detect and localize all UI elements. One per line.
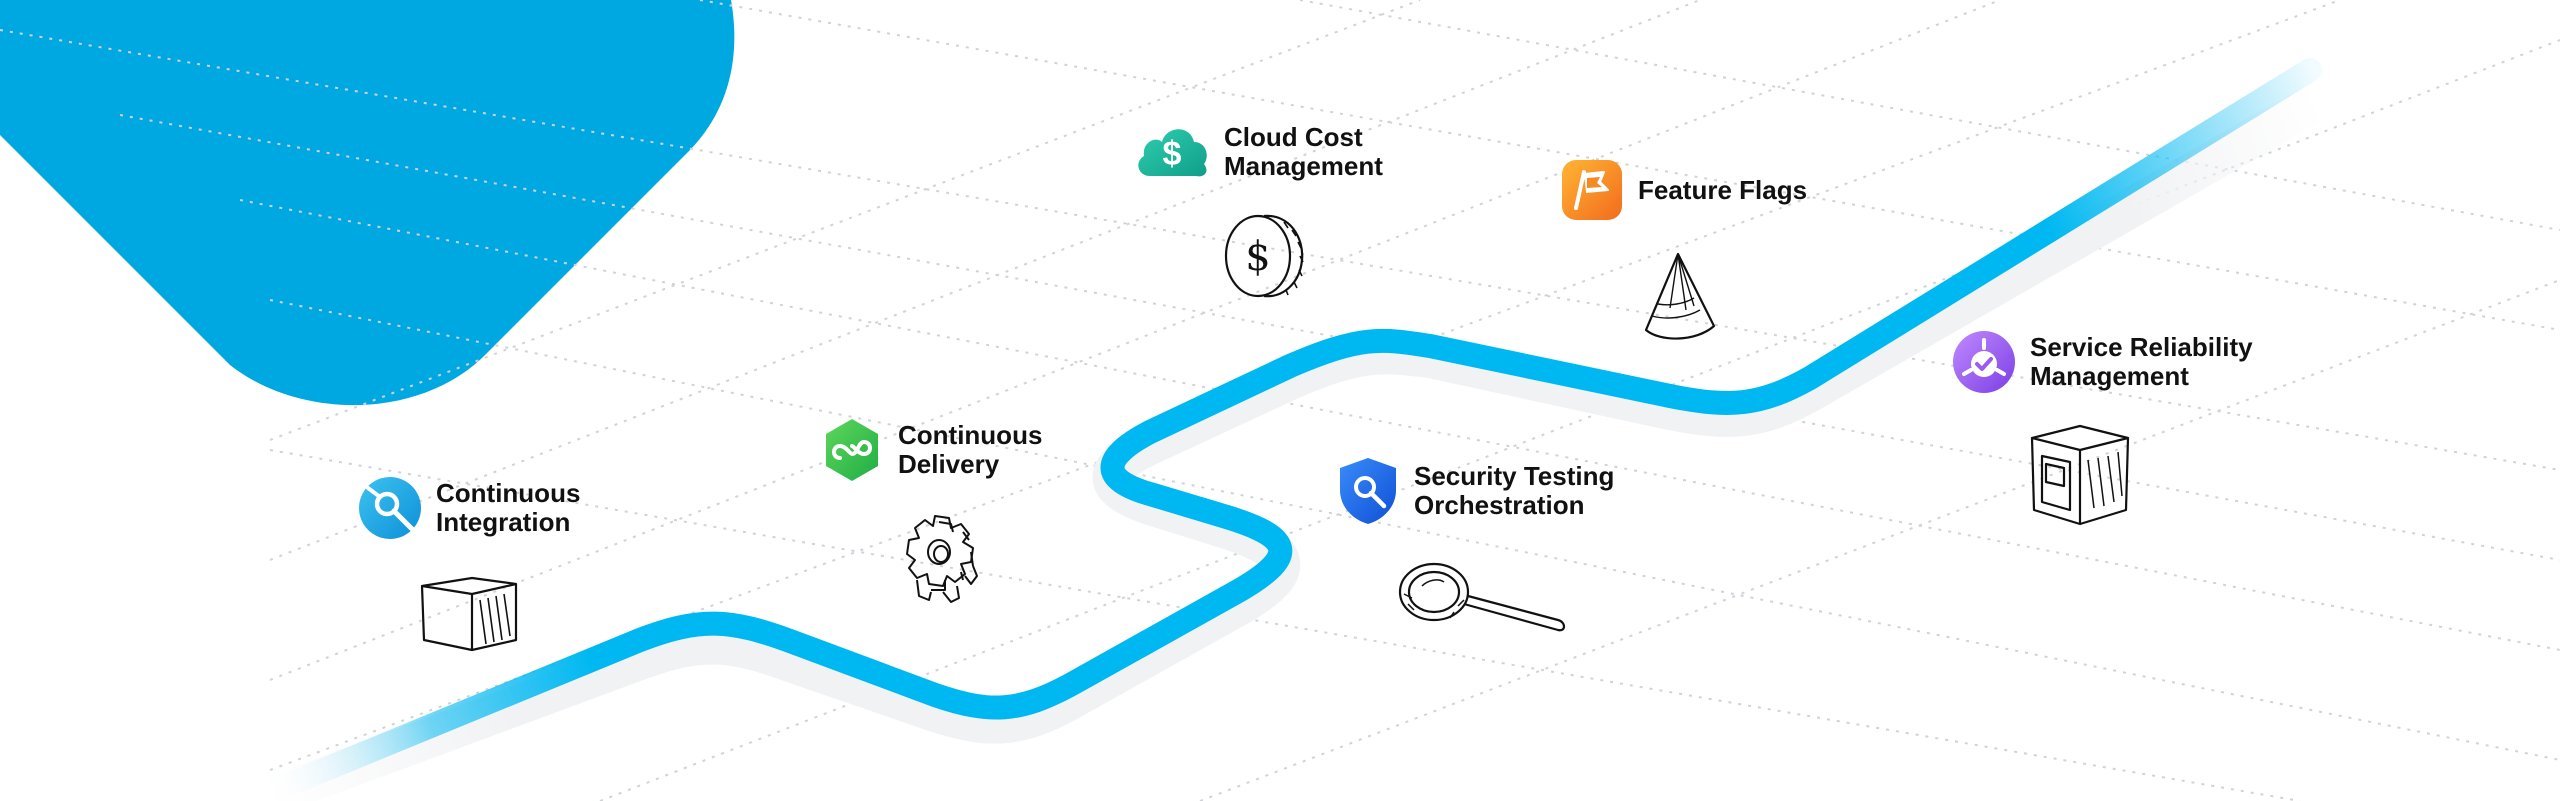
pipeline-path — [263, 58, 2322, 801]
magnifier-badge-icon — [359, 477, 421, 539]
module-label-line1: Cloud Cost — [1224, 122, 1363, 152]
flag-badge-icon — [1562, 160, 1622, 220]
module-label-line2: Management — [2030, 361, 2189, 391]
module-label-line2: Orchestration — [1414, 490, 1585, 520]
module-label: Security Testing Orchestration — [1414, 462, 1664, 520]
module-continuous-delivery[interactable]: Continuous Delivery — [820, 418, 1148, 482]
module-service-reliability-management[interactable]: Service Reliability Management — [1952, 330, 2310, 394]
magnifying-glass-sketch-icon — [1398, 562, 1566, 632]
module-label-line1: Continuous — [436, 478, 581, 508]
module-label-line2: Integration — [436, 507, 571, 537]
module-label: Continuous Integration — [436, 479, 686, 537]
svg-text:$: $ — [1163, 135, 1182, 173]
shield-badge-icon — [1340, 458, 1396, 524]
svg-text:$: $ — [1245, 234, 1270, 280]
module-label-line1: Continuous — [898, 420, 1043, 450]
coin-sketch-icon: $ — [1224, 214, 1304, 298]
window-box-sketch-icon — [2030, 424, 2130, 526]
check-circle-badge-icon — [1953, 331, 2015, 393]
cone-sketch-icon — [1644, 252, 1716, 340]
module-label-line1: Service Reliability — [2030, 332, 2253, 362]
module-label: Service Reliability Management — [2030, 333, 2310, 391]
infinity-badge-icon — [826, 419, 878, 481]
module-security-testing-orchestration[interactable]: Security Testing Orchestration — [1336, 456, 1664, 526]
module-label-line1: Security Testing — [1414, 461, 1615, 491]
module-label-line2: Management — [1224, 151, 1383, 181]
cloud-dollar-badge-icon: $ — [1138, 129, 1207, 177]
module-cloud-cost-management[interactable]: $ Cloud Cost Management — [1134, 120, 1474, 184]
module-label-line2: Delivery — [898, 449, 1000, 479]
gear-sketch-icon — [906, 515, 978, 603]
box-sketch-icon — [420, 576, 518, 652]
module-feature-flags[interactable]: Feature Flags — [1560, 158, 1888, 222]
module-label: Cloud Cost Management — [1224, 123, 1474, 181]
module-continuous-integration[interactable]: Continuous Integration — [358, 476, 686, 540]
module-label-line1: Feature Flags — [1638, 174, 1808, 205]
module-label: Continuous Delivery — [898, 421, 1148, 479]
module-label: Feature Flags — [1638, 174, 1888, 205]
brand-blob — [0, 0, 735, 406]
